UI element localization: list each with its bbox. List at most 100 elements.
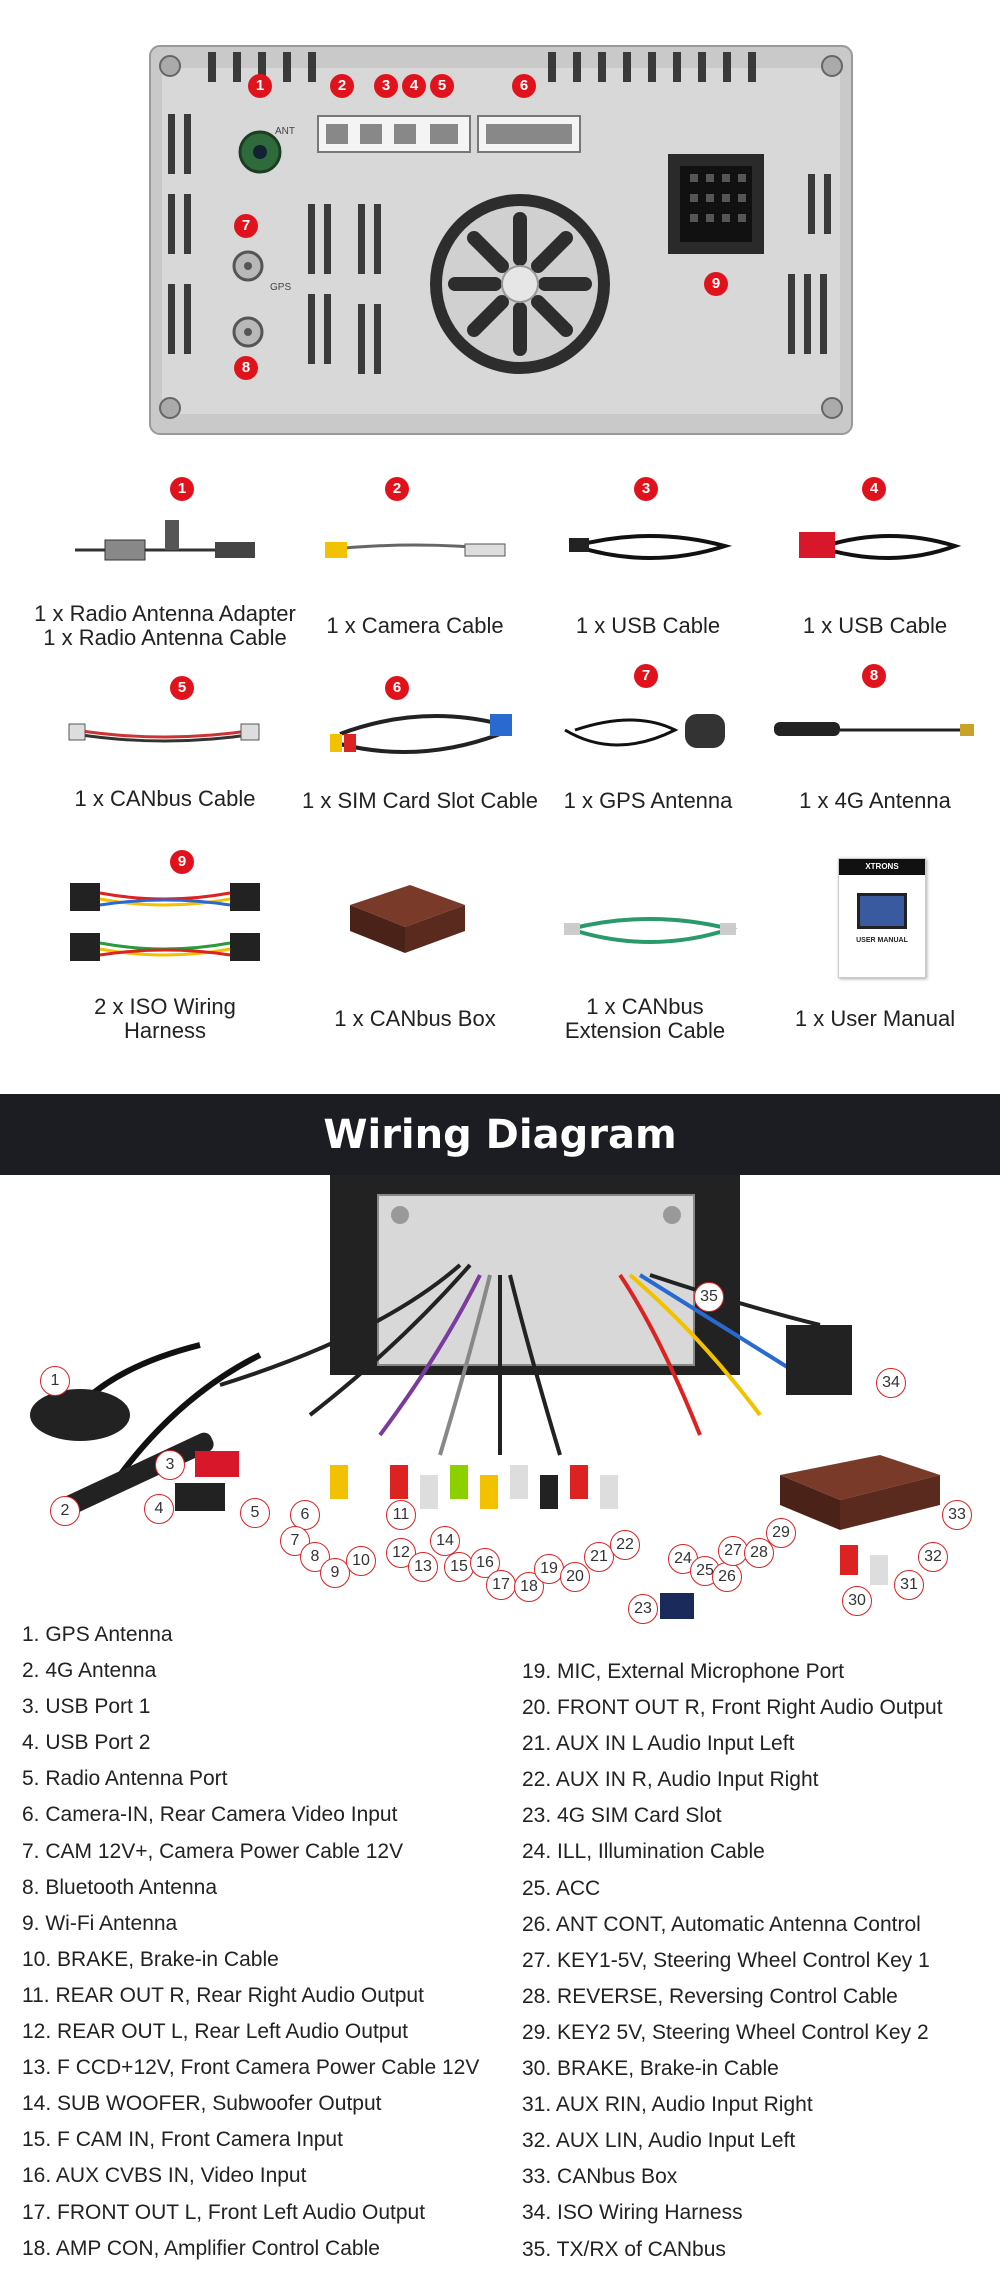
legend-item: 12. REAR OUT L, Rear Left Audio Output bbox=[22, 2020, 408, 2044]
accessory-badge-4: 4 bbox=[862, 477, 886, 501]
legend-item: 1. GPS Antenna bbox=[22, 1623, 173, 1646]
canbus-extension-cable-image bbox=[564, 917, 738, 944]
legend-item: 34. ISO Wiring Harness bbox=[522, 2201, 743, 2225]
rear-badge-6: 6 bbox=[512, 74, 536, 98]
accessory-caption-4: 1 x USB Cable bbox=[802, 613, 948, 638]
camera-cable-image bbox=[324, 542, 506, 558]
legend-item: 32. AUX LIN, Audio Input Left bbox=[522, 2129, 796, 2153]
legend-item: 9. Wi-Fi Antenna bbox=[22, 1911, 178, 1935]
legend-item: 8. Bluetooth Antenna bbox=[22, 1875, 217, 1899]
rear-badge-4: 4 bbox=[402, 74, 426, 98]
diagram-label-19: 19 bbox=[534, 1554, 564, 1584]
diagram-label-23: 23 bbox=[628, 1594, 658, 1624]
legend-item: 6. Camera-IN, Rear Camera Video Input bbox=[22, 1803, 398, 1827]
diagram-label-11: 11 bbox=[386, 1500, 416, 1530]
accessory-badge-8: 8 bbox=[862, 664, 886, 688]
4g-antenna-image bbox=[774, 722, 974, 736]
legend-right-column: 19. MIC, External Microphone Port 20. FR… bbox=[522, 1654, 943, 2268]
manual-brand: XTRONS bbox=[839, 859, 925, 875]
diagram-label-2: 2 bbox=[50, 1496, 80, 1526]
accessory-caption-5: 1 x CANbus Cable bbox=[74, 786, 256, 811]
accessory-caption-10: 1 x CANbus Box bbox=[334, 1006, 496, 1031]
diagram-label-29: 29 bbox=[766, 1518, 796, 1548]
manual-screen bbox=[857, 893, 907, 929]
legend-item: 21. AUX IN L Audio Input Left bbox=[522, 1732, 795, 1756]
accessory-caption-11a: 1 x CANbus bbox=[586, 994, 704, 1019]
accessory-badge-5: 5 bbox=[170, 676, 194, 700]
legend-item: 23. 4G SIM Card Slot bbox=[522, 1804, 722, 1828]
legend-item: 4. USB Port 2 bbox=[22, 1731, 151, 1755]
accessory-badge-6: 6 bbox=[385, 676, 409, 700]
rear-badge-2: 2 bbox=[330, 74, 354, 98]
legend-item: 20. FRONT OUT R, Front Right Audio Outpu… bbox=[522, 1696, 943, 1720]
accessory-badge-3: 3 bbox=[634, 477, 658, 501]
legend-item: 24. ILL, Illumination Cable bbox=[522, 1840, 765, 1864]
rear-badge-9: 9 bbox=[704, 272, 728, 296]
accessory-caption-2: 1 x Camera Cable bbox=[326, 613, 504, 638]
legend-item: 15. F CAM IN, Front Camera Input bbox=[22, 2128, 343, 2152]
manual-title: USER MANUAL bbox=[856, 937, 908, 944]
diagram-label-27: 27 bbox=[718, 1536, 748, 1566]
diagram-label-10: 10 bbox=[346, 1546, 376, 1576]
diagram-label-31: 31 bbox=[894, 1570, 924, 1600]
rear-badge-3: 3 bbox=[374, 74, 398, 98]
diagram-label-22: 22 bbox=[610, 1530, 640, 1560]
legend-item: 25. ACC bbox=[522, 1876, 601, 1900]
legend-item: 16. AUX CVBS IN, Video Input bbox=[22, 2164, 307, 2188]
legend-item: 33. CANbus Box bbox=[522, 2165, 678, 2189]
accessory-caption-9a: 2 x ISO Wiring bbox=[94, 994, 236, 1019]
usb-cable-1-image bbox=[569, 534, 733, 560]
diagram-label-3: 3 bbox=[155, 1450, 185, 1480]
diagram-label-21: 21 bbox=[584, 1542, 614, 1572]
diagram-label-30: 30 bbox=[842, 1586, 872, 1616]
legend-item: 10. BRAKE, Brake-in Cable bbox=[22, 1947, 279, 1971]
accessory-caption-8: 1 x 4G Antenna bbox=[799, 788, 951, 813]
rear-badge-5: 5 bbox=[430, 74, 454, 98]
legend-item: 2. 4G Antenna bbox=[22, 1659, 157, 1683]
gps-port-label: GPS bbox=[270, 282, 292, 293]
diagram-label-4: 4 bbox=[144, 1494, 174, 1524]
radio-antenna-adapter-image bbox=[75, 520, 255, 561]
antenna-port-label: ANT bbox=[275, 126, 295, 137]
gps-antenna-image bbox=[564, 714, 725, 748]
diagram-label-9: 9 bbox=[320, 1558, 350, 1588]
diagram-label-17: 17 bbox=[486, 1570, 516, 1600]
legend-item: 18. AMP CON, Amplifier Control Cable bbox=[22, 2236, 380, 2260]
diagram-label-20: 20 bbox=[560, 1562, 590, 1592]
accessory-caption-3: 1 x USB Cable bbox=[575, 613, 721, 638]
legend-item: 19. MIC, External Microphone Port bbox=[522, 1660, 845, 1683]
accessory-badge-2: 2 bbox=[385, 477, 409, 501]
diagram-label-5: 5 bbox=[240, 1498, 270, 1528]
accessory-badge-9: 9 bbox=[170, 850, 194, 874]
rear-badge-1: 1 bbox=[248, 74, 272, 98]
wiring-diagram-illustration bbox=[30, 1175, 940, 1619]
legend-left-column: 1. GPS Antenna 2. 4G Antenna 3. USB Port… bbox=[22, 1617, 479, 2267]
legend-item: 3. USB Port 1 bbox=[22, 1695, 151, 1719]
user-manual-image: XTRONS USER MANUAL bbox=[838, 858, 926, 978]
legend-item: 28. REVERSE, Reversing Control Cable bbox=[522, 1984, 898, 2008]
legend-item: 14. SUB WOOFER, Subwoofer Output bbox=[22, 2092, 382, 2116]
diagram-label-15: 15 bbox=[444, 1552, 474, 1582]
legend-item: 31. AUX RIN, Audio Input Right bbox=[522, 2093, 813, 2117]
diagram-label-35: 35 bbox=[694, 1282, 724, 1312]
legend-item: 26. ANT CONT, Automatic Antenna Control bbox=[522, 1912, 921, 1936]
legend-item: 30. BRAKE, Brake-in Cable bbox=[522, 2057, 779, 2081]
diagram-label-14: 14 bbox=[430, 1526, 460, 1556]
iso-wiring-harness-image bbox=[70, 883, 260, 961]
diagram-label-26: 26 bbox=[712, 1562, 742, 1592]
accessory-caption-7: 1 x GPS Antenna bbox=[563, 788, 733, 813]
rear-panel-photo bbox=[148, 44, 854, 436]
legend-item: 5. Radio Antenna Port bbox=[22, 1767, 228, 1791]
legend-item: 7. CAM 12V+, Camera Power Cable 12V bbox=[22, 1839, 404, 1863]
legend-item: 17. FRONT OUT L, Front Left Audio Output bbox=[22, 2200, 426, 2224]
accessory-badge-1: 1 bbox=[170, 477, 194, 501]
accessory-caption-1b: 1 x Radio Antenna Cable bbox=[43, 625, 287, 650]
accessory-caption-1a: 1 x Radio Antenna Adapter bbox=[34, 601, 296, 626]
legend-item: 35. TX/RX of CANbus bbox=[522, 2237, 726, 2261]
accessory-caption-12: 1 x User Manual bbox=[794, 1006, 956, 1031]
accessory-caption-6: 1 x SIM Card Slot Cable bbox=[302, 788, 538, 813]
legend-item: 27. KEY1-5V, Steering Wheel Control Key … bbox=[522, 1948, 930, 1972]
accessory-caption-11b: Extension Cable bbox=[564, 1018, 726, 1043]
diagram-label-6: 6 bbox=[290, 1500, 320, 1530]
usb-cable-2-image bbox=[799, 532, 962, 560]
